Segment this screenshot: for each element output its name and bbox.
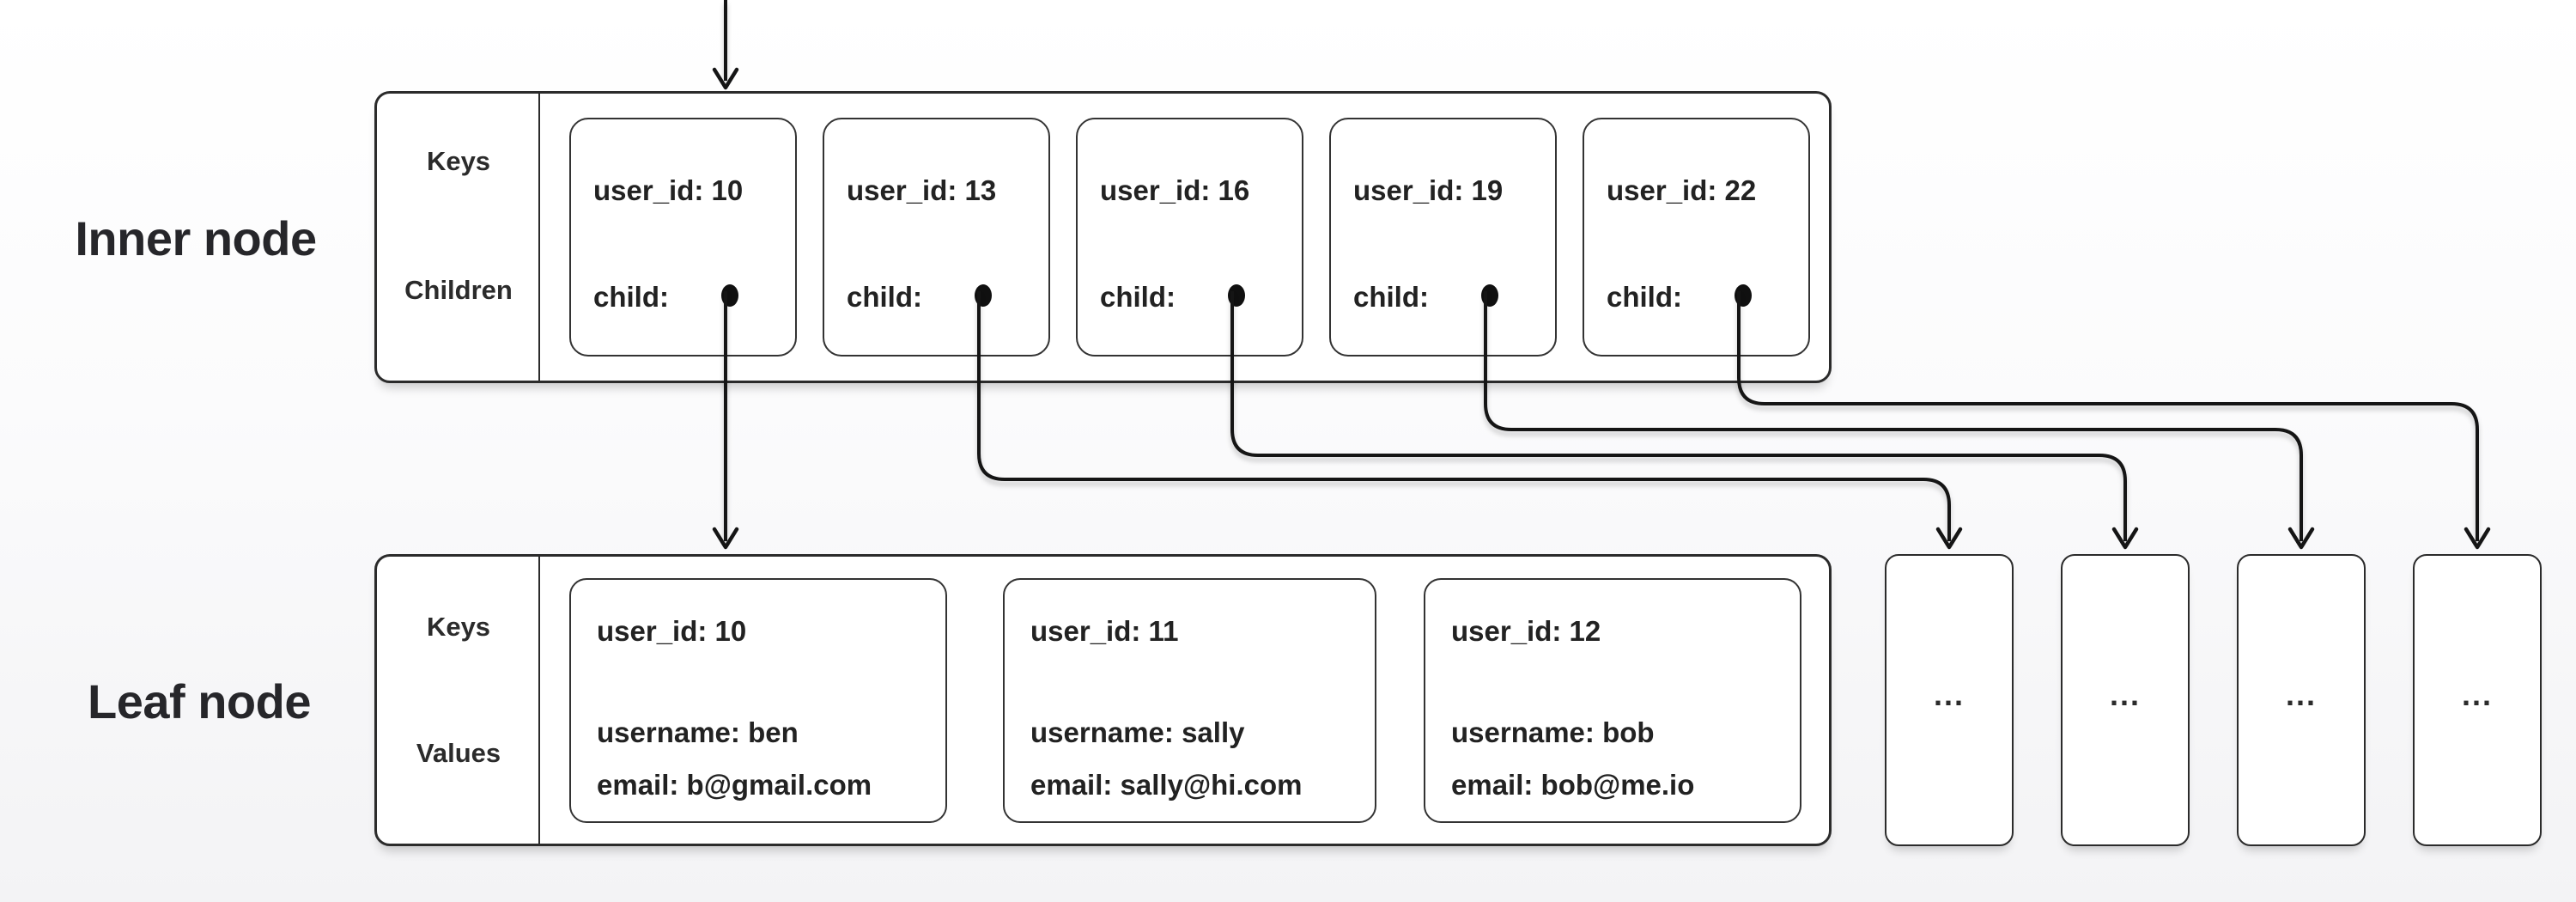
leaf-keys-label: Keys — [426, 612, 491, 642]
leaf-record-cell-10: user_id: 10 username: ben email: b@gmail… — [569, 578, 947, 823]
inner-keys-label: Keys — [426, 146, 491, 176]
inner-node-row-labels: Keys Children — [377, 94, 540, 381]
ellipsis-label: ... — [1933, 677, 1965, 712]
leaf-node-row-labels: Keys Values — [377, 557, 540, 844]
child-label: child: — [1100, 281, 1176, 313]
record-key: user_id: 12 — [1451, 615, 1601, 647]
ellipsis-label: ... — [2109, 677, 2141, 712]
record-key: user_id: 11 — [1030, 615, 1179, 647]
arrowhead-key13 — [1935, 527, 1963, 550]
inner-key-cell-22: user_id: 22 child: — [1583, 118, 1810, 357]
arrowhead-key22 — [2464, 527, 2491, 550]
inner-node: Keys Children user_id: 10 child: user_id… — [374, 91, 1832, 383]
child-pointer-dot — [1481, 284, 1498, 307]
key-text: user_id: 22 — [1607, 174, 1757, 206]
child-pointer-dot — [1228, 284, 1245, 307]
arrowhead-key10 — [712, 527, 739, 550]
inner-key-cell-13: user_id: 13 child: — [823, 118, 1050, 357]
collapsed-leaf-2: ... — [2061, 554, 2190, 846]
key-text: user_id: 16 — [1100, 174, 1250, 206]
arrowhead-root — [712, 67, 739, 90]
key-text: user_id: 10 — [593, 174, 744, 206]
arrowhead-key16 — [2111, 527, 2139, 550]
child-pointer-dot — [1735, 284, 1752, 307]
child-label: child: — [1607, 281, 1682, 313]
record-username: username: sally — [1030, 716, 1245, 748]
inner-key-cell-10: user_id: 10 child: — [569, 118, 797, 357]
record-username: username: ben — [597, 716, 799, 748]
leaf-values-label: Values — [416, 738, 501, 768]
child-pointer-dot — [721, 284, 738, 307]
collapsed-leaf-1: ... — [1885, 554, 2014, 846]
record-email: email: sally@hi.com — [1030, 769, 1303, 801]
leaf-record-cell-11: user_id: 11 username: sally email: sally… — [1003, 578, 1376, 823]
key-text: user_id: 19 — [1353, 174, 1504, 206]
ellipsis-label: ... — [2461, 677, 2493, 712]
key-text: user_id: 13 — [847, 174, 997, 206]
ellipsis-label: ... — [2285, 677, 2317, 712]
inner-key-cell-16: user_id: 16 child: — [1076, 118, 1303, 357]
leaf-node-label: Leaf node — [88, 674, 311, 728]
leaf-node: Keys Values user_id: 10 username: ben em… — [374, 554, 1832, 846]
record-username: username: bob — [1451, 716, 1655, 748]
child-pointer-dot — [975, 284, 992, 307]
collapsed-leaf-3: ... — [2237, 554, 2366, 846]
child-label: child: — [593, 281, 669, 313]
leaf-record-cell-12: user_id: 12 username: bob email: bob@me.… — [1424, 578, 1801, 823]
child-label: child: — [847, 281, 922, 313]
inner-node-label: Inner node — [75, 211, 317, 265]
collapsed-leaf-4: ... — [2413, 554, 2542, 846]
inner-children-label: Children — [404, 275, 513, 305]
arrowhead-key19 — [2287, 527, 2315, 550]
record-key: user_id: 10 — [597, 615, 747, 647]
child-arrow-key22 — [1737, 291, 2479, 541]
record-email: email: bob@me.io — [1451, 769, 1695, 801]
inner-key-cell-19: user_id: 19 child: — [1329, 118, 1557, 357]
child-label: child: — [1353, 281, 1429, 313]
record-email: email: b@gmail.com — [597, 769, 872, 801]
